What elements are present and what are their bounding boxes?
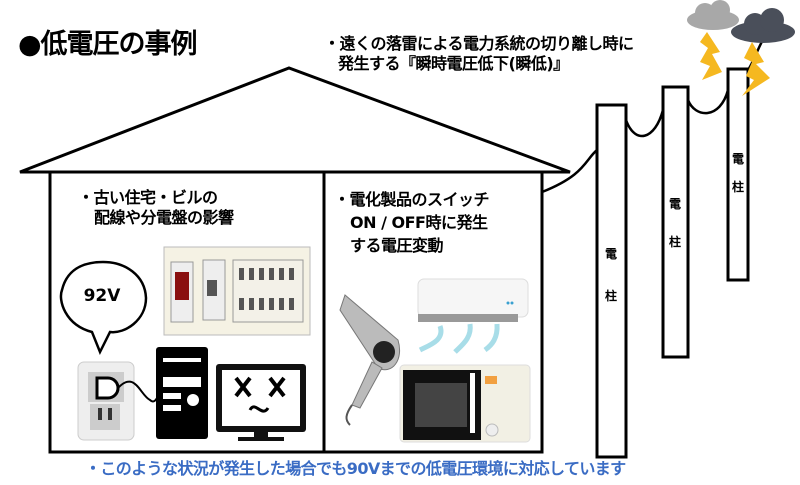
pole-label-char: 柱 [668, 235, 681, 249]
distribution-board-image [163, 246, 311, 336]
pole-label-char: 柱 [731, 180, 744, 194]
pole-label-char: 電 [604, 247, 617, 261]
left-room-line2: 配線や分電盤の影響 [94, 208, 234, 227]
right-room-line2: ON / OFF時に発生 [350, 213, 488, 232]
wall-outlet-image [77, 361, 161, 441]
lightning-note-line1: ・遠くの落雷による電力系統の切り離し時に [324, 34, 634, 53]
microwave-image [399, 364, 531, 443]
pole-label-2: 電 柱 [665, 190, 685, 256]
speech-bubble [59, 260, 148, 356]
broken-monitor-image [216, 364, 306, 441]
lightning-note: ・遠くの落雷による電力系統の切り離し時に 発生する『瞬時電圧低下(瞬低)』 [324, 34, 634, 74]
air-conditioner-image [417, 278, 529, 354]
footer-note: ・このような状況が発生した場合でも90Vまでの低電圧環境に対応しています [85, 459, 626, 478]
right-room-line1: ・電化製品のスイッチ [334, 190, 490, 209]
dark-cloud-icon [731, 8, 795, 43]
house-outline [19, 66, 571, 454]
right-room-line3: する電圧変動 [350, 236, 444, 255]
utility-poles [595, 67, 750, 459]
right-room-note: ・電化製品のスイッチ ON / OFF時に発生 する電圧変動 [334, 188, 490, 257]
page-title: ●低電圧の事例 [18, 29, 198, 60]
pole-label-char: 柱 [604, 289, 617, 303]
left-room-note: ・古い住宅・ビルの 配線や分電盤の影響 [78, 188, 234, 228]
left-room-line1: ・古い住宅・ビルの [78, 188, 218, 207]
lightning-icon [742, 42, 770, 96]
pole-label-3: 電 柱 [728, 145, 748, 201]
lightning-icon [700, 32, 722, 80]
voltage-reading: 92V [83, 286, 121, 306]
hair-dryer-image [339, 294, 400, 426]
computer-tower-image [156, 347, 208, 439]
cloud-icon [687, 0, 739, 30]
pole-label-char: 電 [668, 197, 681, 211]
lightning-note-line2: 発生する『瞬時電圧低下(瞬低)』 [338, 54, 569, 73]
pole-label-1: 電 柱 [601, 240, 621, 310]
pole-label-char: 電 [731, 152, 744, 166]
